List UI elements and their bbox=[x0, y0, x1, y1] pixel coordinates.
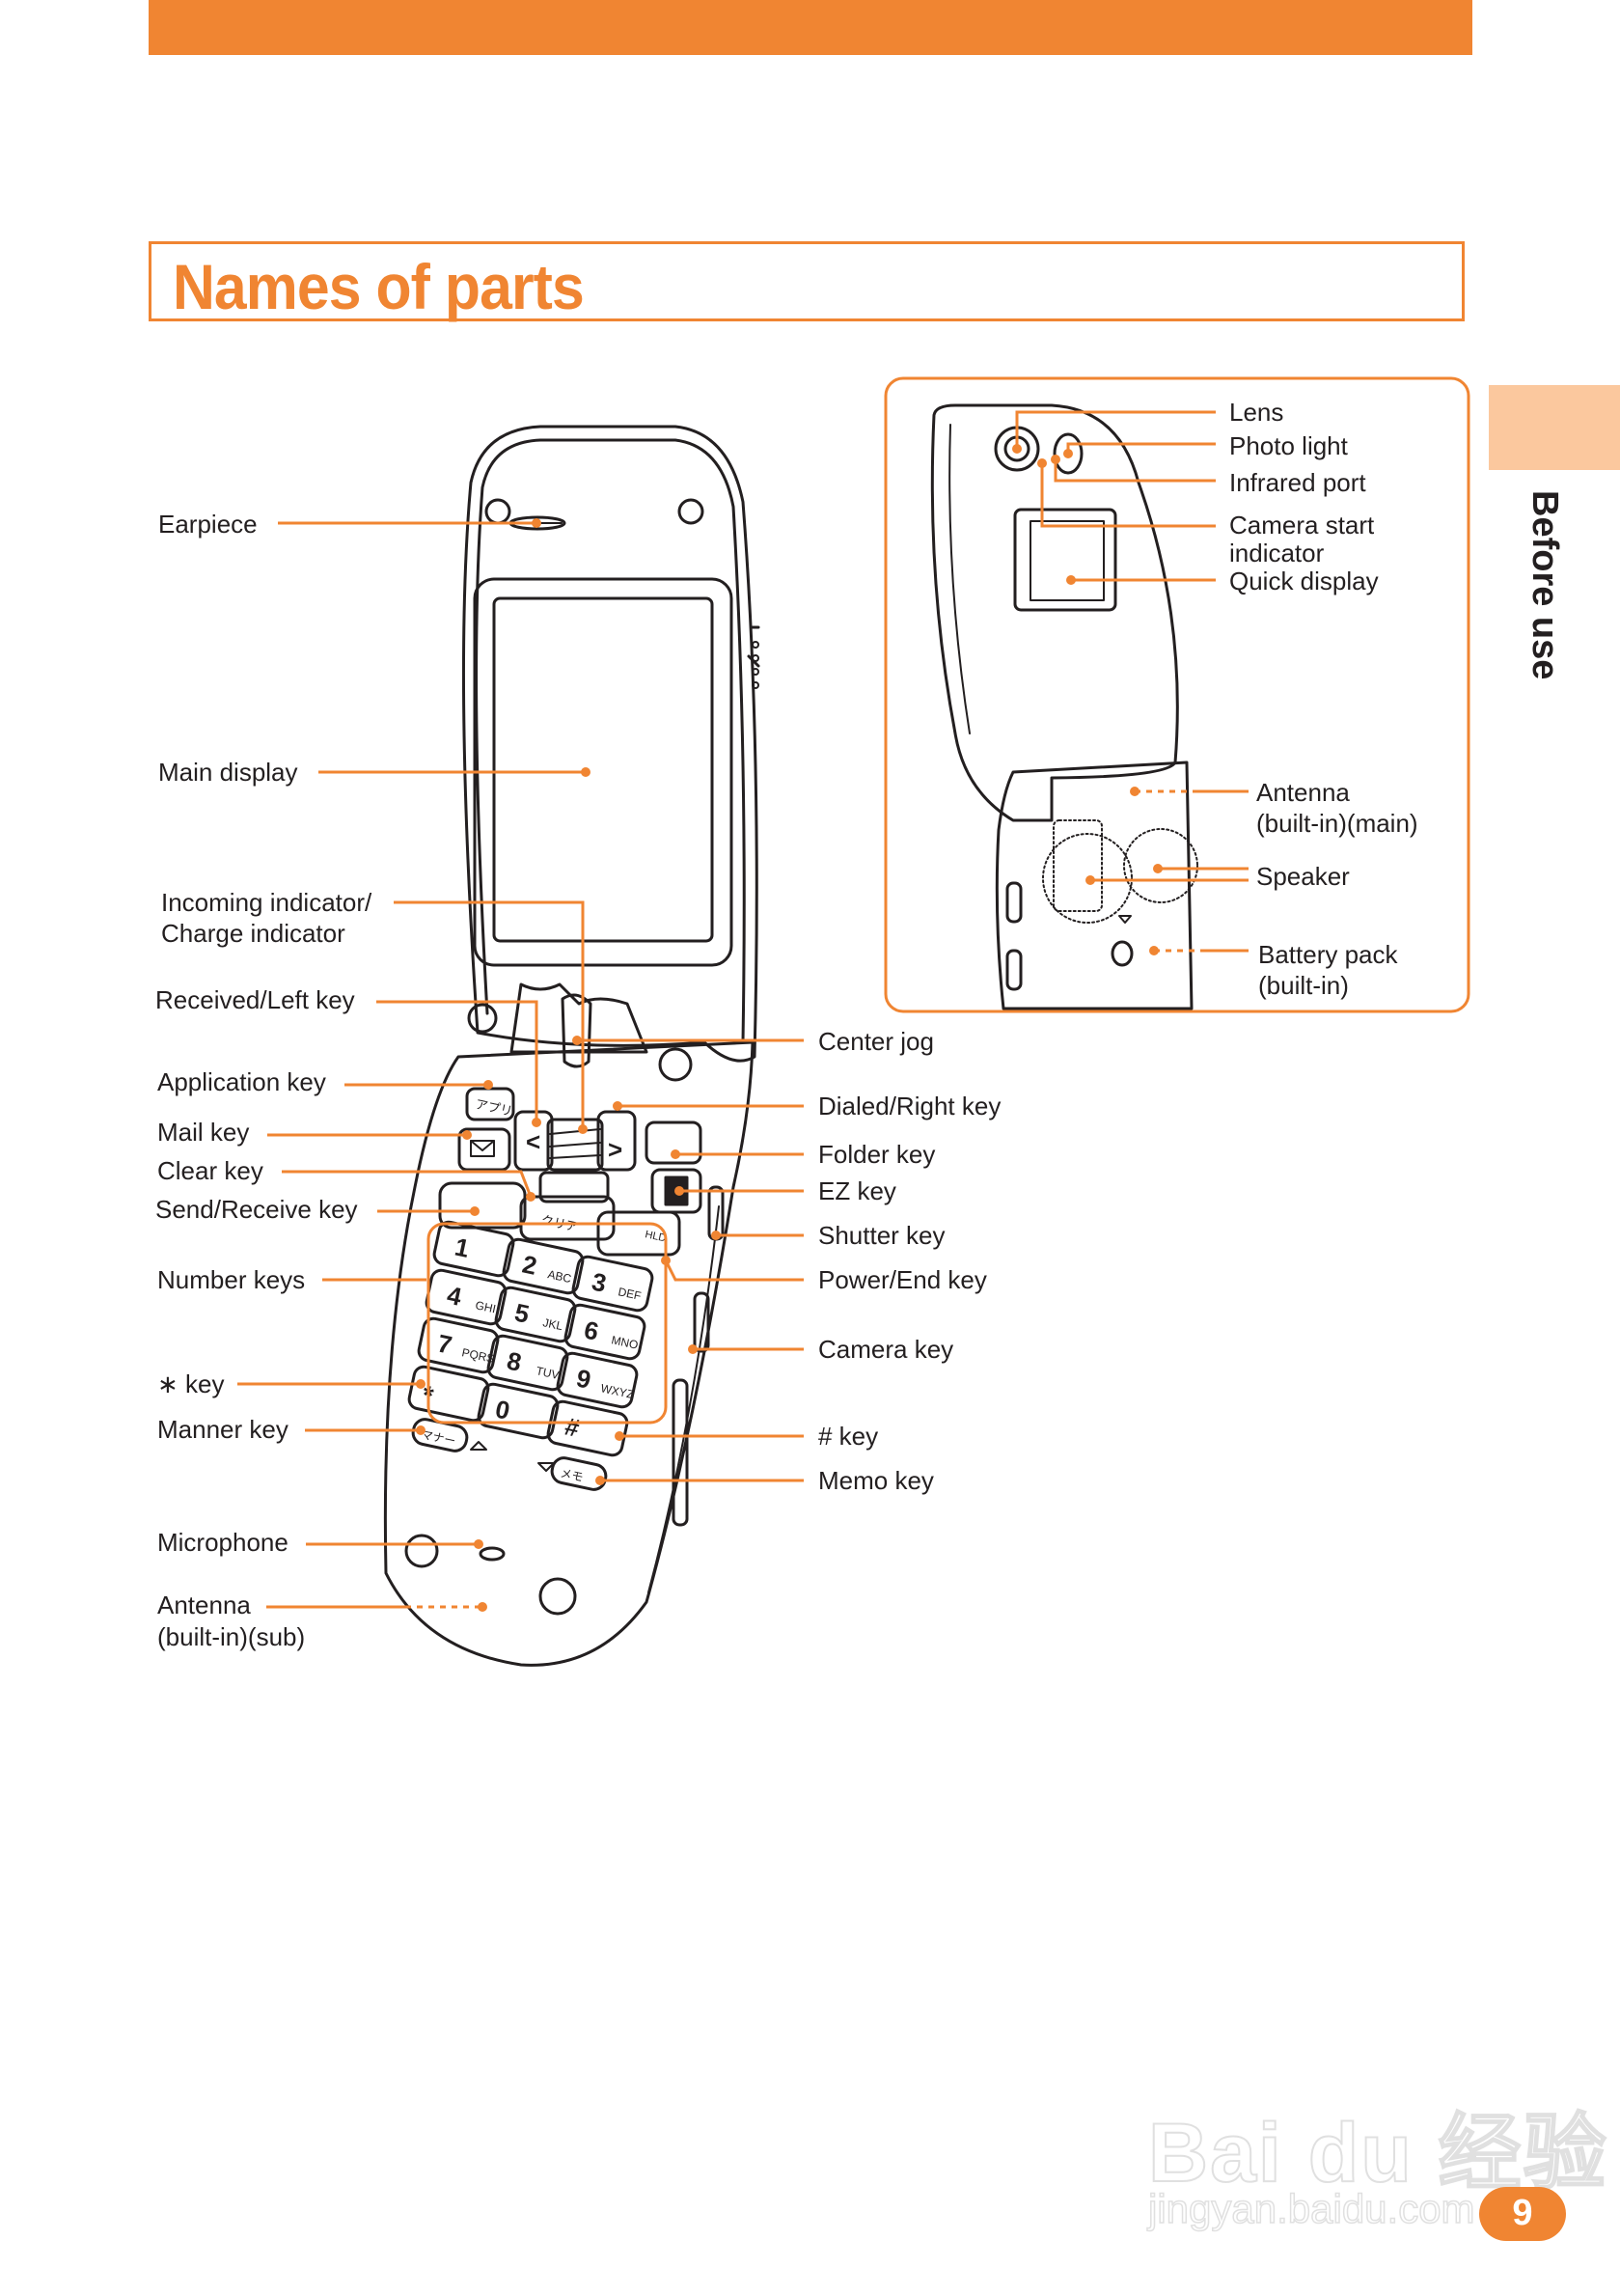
microphone-hole-left bbox=[406, 1535, 437, 1566]
key-7[interactable]: 7 bbox=[435, 1329, 454, 1360]
key-0[interactable]: 0 bbox=[493, 1395, 512, 1425]
label-microphone: Microphone bbox=[157, 1528, 288, 1557]
svg-text:TUV: TUV bbox=[535, 1364, 560, 1382]
label-manner-key: Manner key bbox=[157, 1415, 288, 1444]
page-number-badge: 9 bbox=[1479, 2187, 1566, 2241]
label-incoming-indicator-2: Charge indicator bbox=[161, 919, 345, 948]
nav-left-glyph: < bbox=[526, 1127, 540, 1156]
label-send-receive-key: Send/Receive key bbox=[155, 1195, 358, 1224]
key-2[interactable]: 2 bbox=[520, 1250, 539, 1281]
upper-hinge-dot-right bbox=[679, 500, 702, 523]
label-antenna-main-2: (built-in)(main) bbox=[1256, 809, 1418, 838]
label-speaker: Speaker bbox=[1256, 862, 1350, 891]
send-key-shape bbox=[440, 1183, 525, 1228]
key-4[interactable]: 4 bbox=[445, 1281, 465, 1312]
label-application-key: Application key bbox=[157, 1067, 326, 1096]
nav-right-glyph: > bbox=[608, 1135, 622, 1164]
key-6[interactable]: 6 bbox=[582, 1315, 601, 1346]
label-ez-key: EZ key bbox=[818, 1176, 896, 1205]
label-earpiece: Earpiece bbox=[158, 510, 258, 539]
label-received-left-key: Received/Left key bbox=[155, 985, 355, 1014]
svg-text:ABC: ABC bbox=[546, 1267, 572, 1286]
label-clear-key: Clear key bbox=[157, 1156, 263, 1185]
label-main-display: Main display bbox=[158, 758, 298, 787]
label-star-key: ∗ key bbox=[157, 1369, 224, 1398]
key-1[interactable]: 1 bbox=[453, 1232, 472, 1263]
label-incoming-indicator-1: Incoming indicator/ bbox=[161, 888, 372, 917]
microphone-hole-right bbox=[540, 1579, 575, 1614]
svg-text:DEF: DEF bbox=[617, 1285, 642, 1303]
label-camera-key: Camera key bbox=[818, 1335, 953, 1364]
label-antenna-sub-2: (built-in)(sub) bbox=[157, 1622, 305, 1651]
key-9[interactable]: 9 bbox=[574, 1364, 593, 1395]
label-dialed-right-key: Dialed/Right key bbox=[818, 1092, 1001, 1120]
key-8[interactable]: 8 bbox=[505, 1346, 524, 1377]
label-antenna-main-1: Antenna bbox=[1256, 778, 1350, 807]
label-antenna-sub-1: Antenna bbox=[157, 1591, 251, 1619]
key-hash[interactable]: # bbox=[563, 1412, 583, 1443]
key-3[interactable]: 3 bbox=[590, 1267, 609, 1298]
label-battery-2: (built-in) bbox=[1258, 971, 1349, 1000]
page-number: 9 bbox=[1479, 2193, 1566, 2234]
key-5[interactable]: 5 bbox=[512, 1298, 532, 1329]
label-folder-key: Folder key bbox=[818, 1140, 935, 1169]
svg-text:JKL: JKL bbox=[541, 1315, 563, 1333]
incoming-indicator-light bbox=[563, 995, 590, 1066]
label-center-jog: Center jog bbox=[818, 1027, 934, 1056]
svg-text:MNO: MNO bbox=[610, 1333, 639, 1352]
label-infrared-port: Infrared port bbox=[1229, 468, 1366, 497]
label-photo-light: Photo light bbox=[1229, 431, 1349, 460]
label-camera-start-1: Camera start bbox=[1229, 511, 1375, 539]
label-lens: Lens bbox=[1229, 398, 1283, 427]
label-mail-key: Mail key bbox=[157, 1118, 249, 1147]
svg-text:PQRS: PQRS bbox=[460, 1345, 495, 1366]
label-quick-display: Quick display bbox=[1229, 567, 1379, 595]
key-memo[interactable]: メモ bbox=[559, 1466, 584, 1484]
key-appli[interactable]: アプリ bbox=[474, 1096, 513, 1119]
watermark-sub: jingyan.baidu.com bbox=[1148, 2186, 1475, 2232]
upper-hinge-dot-left bbox=[486, 500, 509, 523]
upper-body-inner-outline bbox=[477, 440, 745, 1042]
main-display-screen bbox=[494, 598, 712, 941]
back-lower-outline bbox=[997, 762, 1192, 1009]
lower-body-edge bbox=[648, 1206, 719, 1592]
svg-text:GHI: GHI bbox=[474, 1298, 497, 1315]
label-camera-start-2: indicator bbox=[1229, 539, 1325, 567]
label-hash-key: # key bbox=[818, 1422, 878, 1451]
label-power-end-key: Power/End key bbox=[818, 1265, 987, 1294]
label-shutter-key: Shutter key bbox=[818, 1221, 946, 1250]
label-memo-key: Memo key bbox=[818, 1466, 934, 1495]
label-battery-1: Battery pack bbox=[1258, 940, 1399, 969]
label-number-keys: Number keys bbox=[157, 1265, 305, 1294]
svg-text:WXYZ: WXYZ bbox=[599, 1381, 635, 1401]
